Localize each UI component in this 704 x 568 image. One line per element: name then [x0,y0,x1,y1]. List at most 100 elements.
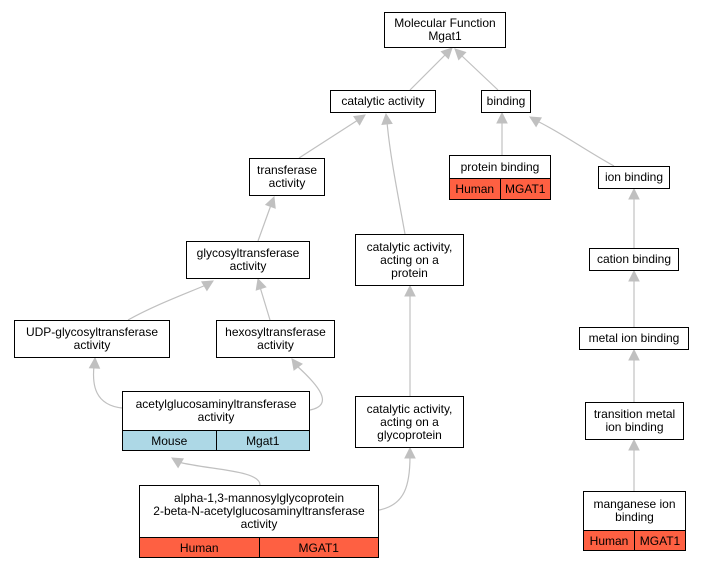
label-line: acting on a [380,414,439,429]
node-metal-ion-label: metal ion binding [580,328,688,349]
label-line: transferase [256,163,318,177]
label-line: activity [257,338,294,352]
node-ion-binding[interactable]: ion binding [598,166,670,189]
edge-alpha-to-cat_glyco [378,446,416,511]
label-line: activity [240,517,278,531]
arrowhead [264,195,276,209]
species-gene-row: Human MGAT1 [140,537,378,557]
gene-tag: MGAT1 [634,531,685,550]
arrowhead [171,457,184,469]
label-line: alpha-1,3-mannosylglycoprotein [173,491,345,505]
gene-tag: Mgat1 [215,431,309,450]
label-line: activity [229,259,267,273]
edge-hexosyl-to-glycosyl [255,277,271,321]
label-line: catalytic activity, [366,239,453,254]
arrowhead [628,438,640,451]
edge-line [259,286,271,321]
arrowhead [628,348,640,361]
label-line: activity [197,410,235,424]
gene-tag: MGAT1 [499,179,550,199]
edge-protein_binding-to-binding [496,111,508,155]
node-ion-binding-label: ion binding [599,167,669,188]
node-cation-binding[interactable]: cation binding [589,248,679,271]
edge-cat_glyco-to-cat_protein [404,284,416,396]
species-gene-row: Mouse Mgat1 [123,430,309,450]
node-protein-binding[interactable]: protein binding Human MGAT1 [449,155,551,200]
label-line: transition metal [593,407,676,421]
arrowhead [529,116,542,128]
edge-line [177,461,261,486]
edge-cat_protein-to-catalytic [381,112,406,235]
label-line: cation binding [596,252,672,266]
edge-catalytic-to-mf [409,47,453,91]
label-line: acting on a [380,252,439,267]
edge-alpha-to-acetylgluco [171,457,261,486]
node-binding[interactable]: binding [481,90,531,113]
edge-manganese-to-transition_metal [628,438,640,491]
label-line: glycoprotein [377,427,442,442]
arrowhead [628,269,640,282]
arrowhead [404,446,416,459]
edge-line [536,120,615,167]
label-line: binding [615,510,654,524]
arrowhead [628,187,640,200]
edge-transition_metal-to-metal_ion [628,348,640,402]
arrowhead [353,114,366,126]
label-line: protein binding [460,159,540,174]
edge-line [127,284,207,321]
edge-line [409,54,446,91]
node-catalytic-label: catalytic activity [331,91,435,112]
arrowhead [454,48,467,61]
arrowhead [255,277,267,291]
label-line: manganese ion [593,497,676,511]
label-line: ion binding [605,420,664,434]
species-gene-row: Human MGAT1 [450,178,550,199]
node-cation-binding-label: cation binding [590,249,678,270]
edge-line [298,119,359,159]
arrowhead [496,111,508,124]
species-tag: Human [584,531,634,550]
label-line: Molecular Function [394,16,496,30]
label-line: glycosyltransferase [196,246,300,260]
label-line: ion binding [604,170,664,184]
species-gene-row: Human MGAT1 [584,530,685,550]
arrowhead [440,47,453,60]
edge-line [461,55,499,91]
edge-line [296,365,324,411]
edge-binding-to-mf [454,48,499,91]
arrowhead [88,356,101,369]
label-line: hexosyltransferase [225,325,326,339]
label-line: 2-beta-N-acetylglucosaminyltransferase [153,504,365,518]
node-metal-ion[interactable]: metal ion binding [579,327,689,350]
node-catalytic[interactable]: catalytic activity [330,90,436,113]
label-line: catalytic activity [341,94,425,108]
edge-line [386,121,406,235]
edge-glycosyl-to-transferase [257,195,276,242]
edge-acetylgluco-to-udp [88,356,123,409]
edge-cation_binding-to-ion_binding [628,187,640,248]
label-line: protein [391,265,428,280]
arrowhead [404,284,416,297]
